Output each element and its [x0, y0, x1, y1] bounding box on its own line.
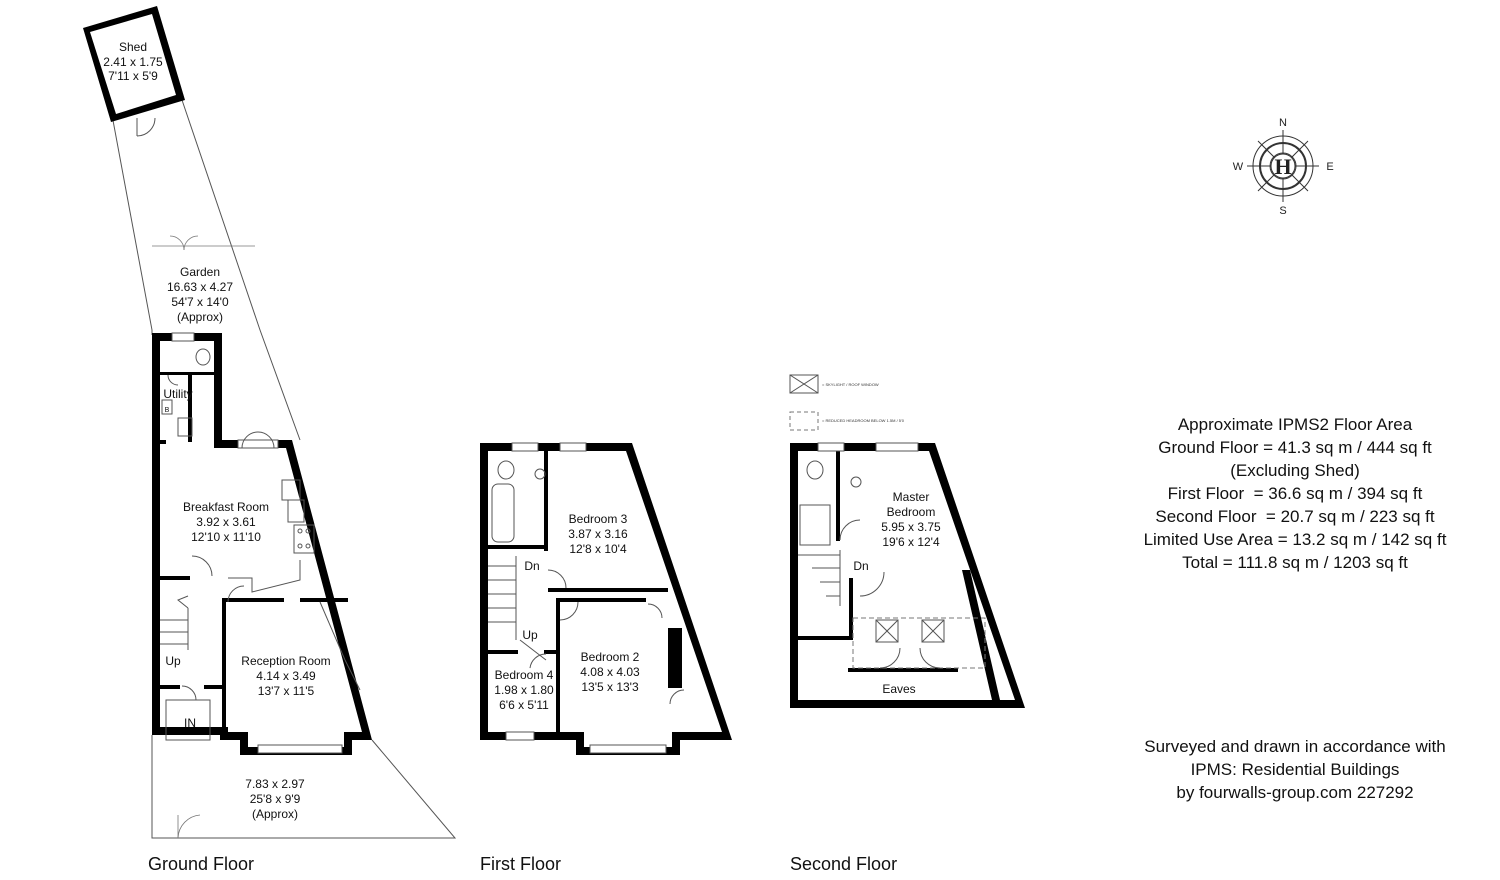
first-floor-walls [480, 443, 732, 755]
bedroom2-label: Bedroom 2 [581, 650, 640, 664]
bedroom4-label: Bedroom 4 [495, 668, 554, 682]
second-floor-walls [790, 443, 1025, 708]
reception-room-label: Reception Room [241, 654, 330, 668]
floor-area-summary: Approximate IPMS2 Floor Area Ground Floo… [1110, 413, 1480, 574]
shed-label: Shed [119, 40, 147, 54]
ground-floor-title: Ground Floor [148, 854, 254, 874]
ground-up-label: Up [165, 654, 181, 668]
compass-e: E [1326, 161, 1333, 173]
front-garden-note: (Approx) [252, 807, 298, 821]
area-total: Total = 111.8 sq m / 1203 sq ft [1182, 553, 1408, 572]
second-dn-label: Dn [853, 559, 868, 573]
garden-note: (Approx) [177, 310, 223, 324]
ground-floor-plan: Shed 2.41 x 1.75 7'11 x 5'9 Garden 16.63… [83, 6, 457, 874]
credit-line-2: IPMS: Residential Buildings [1190, 760, 1400, 779]
master-bedroom-label-1: Master [893, 490, 930, 504]
bedroom4-metric: 1.98 x 1.80 [494, 683, 554, 697]
first-floor-plan: Bedroom 3 3.87 x 3.16 12'8 x 10'4 Bedroo… [480, 442, 732, 874]
legend-headroom-text: = REDUCED HEADROOM BELOW 1.5M / 5'0 [822, 418, 905, 423]
area-ground-note: (Excluding Shed) [1230, 461, 1360, 480]
bedroom3-label: Bedroom 3 [569, 512, 628, 526]
compass-s: S [1279, 205, 1286, 217]
shed-imperial: 7'11 x 5'9 [108, 69, 158, 83]
breakfast-room-metric: 3.92 x 3.61 [196, 515, 256, 529]
compass-logo: H [1274, 154, 1291, 179]
area-second: Second Floor = 20.7 sq m / 223 sq ft [1155, 507, 1435, 526]
master-bedroom-metric: 5.95 x 3.75 [881, 520, 941, 534]
first-floor-title: First Floor [480, 854, 561, 874]
area-heading: Approximate IPMS2 Floor Area [1177, 415, 1413, 434]
first-up-label: Up [522, 628, 538, 642]
bedroom2-imperial: 13'5 x 13'3 [581, 680, 639, 694]
front-garden-metric: 7.83 x 2.97 [245, 777, 305, 791]
boiler-label: B [165, 407, 170, 414]
bedroom3-metric: 3.87 x 3.16 [568, 527, 628, 541]
compass-rose: H N S E W [1233, 117, 1334, 217]
area-first: First Floor = 36.6 sq m / 394 sq ft [1167, 484, 1423, 503]
credit-line-3: by fourwalls-group.com 227292 [1176, 783, 1414, 802]
entrance-label: IN [184, 716, 196, 730]
eaves-label: Eaves [882, 682, 915, 696]
front-garden-imperial: 25'8 x 9'9 [250, 792, 301, 806]
compass-n: N [1279, 117, 1287, 129]
area-ground: Ground Floor = 41.3 sq m / 444 sq ft [1158, 438, 1432, 457]
compass-w: W [1233, 161, 1244, 173]
master-bedroom-imperial: 19'6 x 12'4 [882, 535, 940, 549]
shed-metric: 2.41 x 1.75 [103, 55, 163, 69]
credit-line-1: Surveyed and drawn in accordance with [1144, 737, 1446, 756]
second-floor-plan: = SKYLIGHT / ROOF WINDOW = REDUCED HEADR… [789, 374, 1025, 874]
second-floor-title: Second Floor [790, 854, 897, 874]
garden-label: Garden [180, 265, 220, 279]
bedroom2-metric: 4.08 x 4.03 [580, 665, 640, 679]
legend-skylight-text: = SKYLIGHT / ROOF WINDOW [822, 382, 879, 387]
area-limited: Limited Use Area = 13.2 sq m / 142 sq ft [1143, 530, 1447, 549]
survey-credit: Surveyed and drawn in accordance with IP… [1110, 735, 1480, 804]
breakfast-room-label: Breakfast Room [183, 500, 269, 514]
reception-room-imperial: 13'7 x 11'5 [258, 684, 315, 698]
reception-room-metric: 4.14 x 3.49 [256, 669, 316, 683]
bedroom4-imperial: 6'6 x 5'11 [499, 698, 549, 712]
first-dn-label: Dn [524, 559, 539, 573]
bedroom3-imperial: 12'8 x 10'4 [569, 542, 627, 556]
garden-imperial: 54'7 x 14'0 [171, 295, 229, 309]
garden-metric: 16.63 x 4.27 [167, 280, 233, 294]
breakfast-room-imperial: 12'10 x 11'10 [191, 530, 261, 544]
utility-label: Utility [163, 387, 192, 401]
master-bedroom-label-2: Bedroom [887, 505, 936, 519]
